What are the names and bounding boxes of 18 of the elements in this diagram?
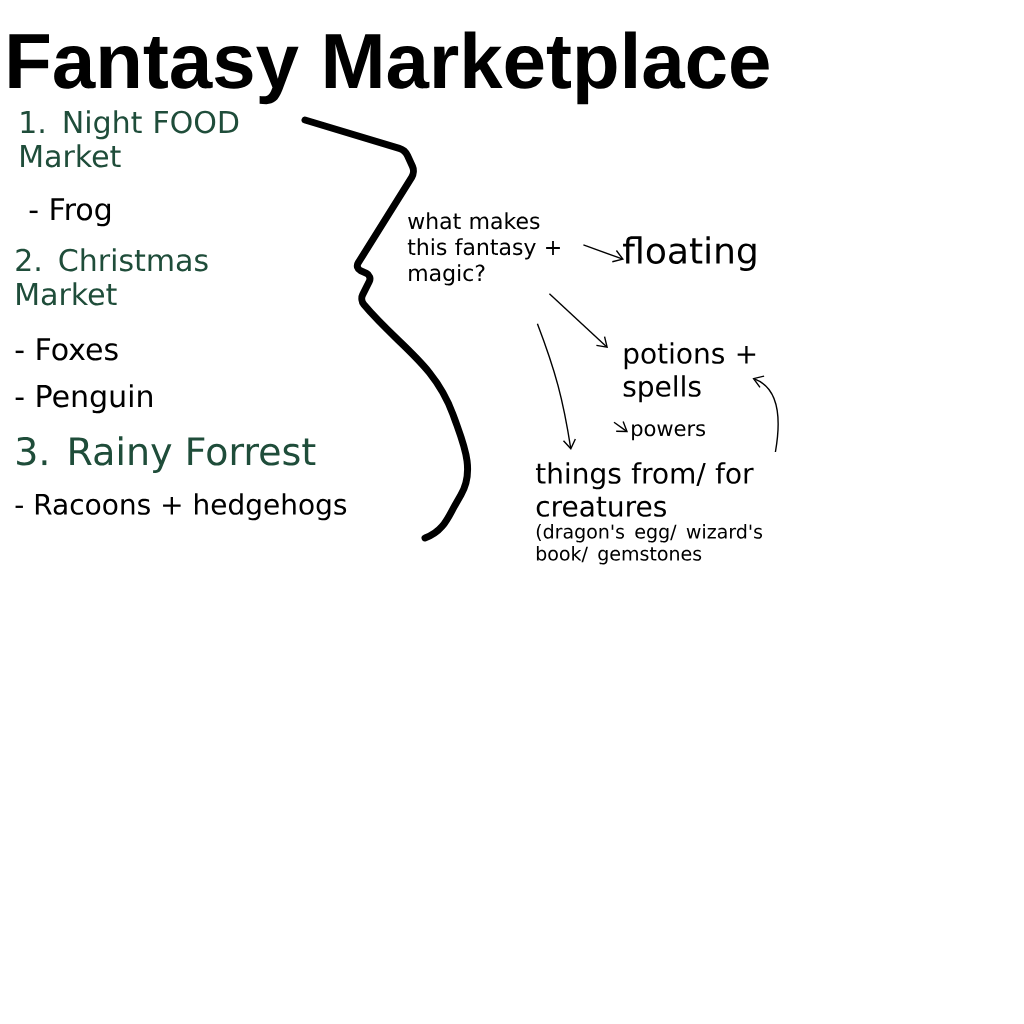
list-item: - Frog <box>29 198 110 227</box>
note-text: what makes this fantasy + magic? <box>407 212 560 286</box>
heading-text: 1. Night FOOD Market <box>21 110 239 168</box>
note-text: powers <box>632 424 706 441</box>
note-text: floating <box>623 236 756 272</box>
note-text: things from/ for creatures (dragon's egg/ wizard's book/ gemstones <box>535 462 763 565</box>
arrow <box>613 420 628 433</box>
arrow <box>752 375 779 453</box>
title: Fantasy Marketplace <box>9 31 769 105</box>
arrow <box>582 244 624 263</box>
heading-text: 2. Christmas Market <box>16 248 208 306</box>
list-item: - Foxes <box>15 338 118 361</box>
note-text: potions + spells <box>623 342 756 403</box>
list-item: - Penguin <box>15 384 152 414</box>
heading-text: 3. Rainy Forrest <box>17 436 316 473</box>
arrow <box>548 293 608 348</box>
arrow <box>536 323 577 450</box>
list-item: - Racoons + hedgehogs <box>15 493 347 521</box>
